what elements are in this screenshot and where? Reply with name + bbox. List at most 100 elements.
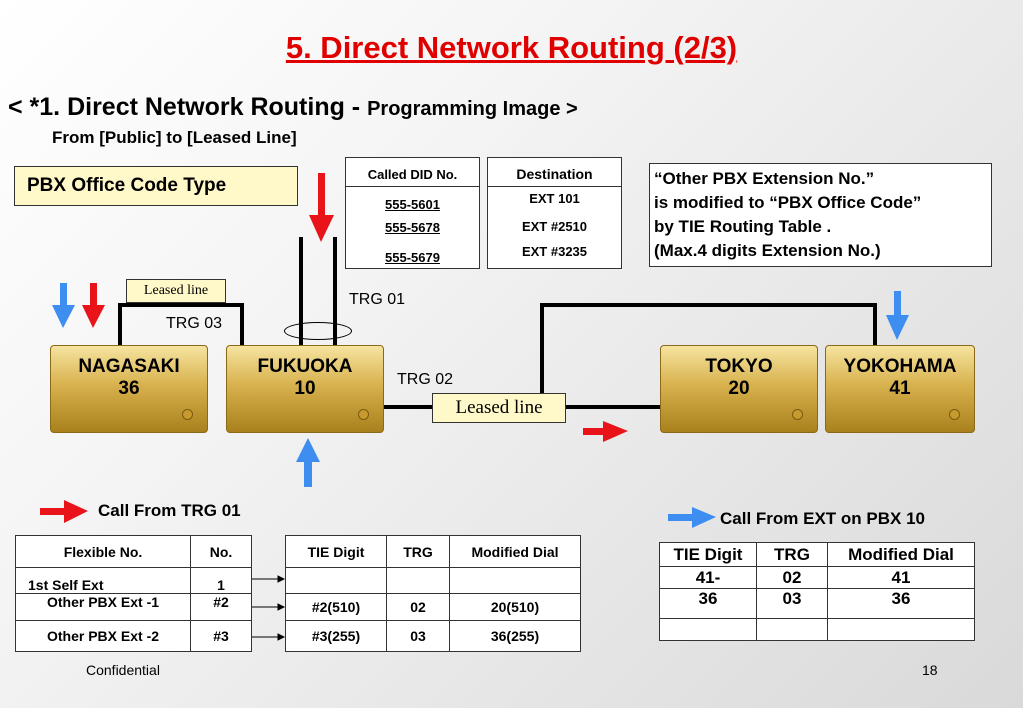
did-row: 555-5601 — [385, 197, 440, 212]
tokyo-yoko-line-top — [540, 303, 877, 307]
tie-left-cell: 03 — [386, 620, 450, 652]
tie-right-header: Modified Dial — [827, 542, 975, 567]
pbx-knob-icon — [792, 409, 803, 420]
tie-left-header: TIE Digit — [285, 535, 387, 568]
pbx-knob-icon — [358, 409, 369, 420]
flex-cell: Other PBX Ext -1 — [15, 593, 191, 621]
note-line: “Other PBX Extension No.” — [654, 169, 875, 188]
blue-down-arrow-icon — [52, 283, 75, 328]
tie-left-cell: #3(255) — [285, 620, 387, 652]
note-line: (Max.4 digits Extension No.) — [654, 241, 881, 260]
tie-right-cell — [827, 618, 975, 641]
flex-cell: 1 — [190, 567, 252, 594]
pbx-number: 36 — [118, 378, 140, 399]
tie-left-header: TRG — [386, 535, 450, 568]
tie-left-cell: #2(510) — [285, 593, 387, 621]
red-down-arrow-icon — [309, 173, 334, 242]
trg02-label: TRG 02 — [397, 371, 454, 388]
flex-header: No. — [190, 535, 252, 568]
leased-line-label-big: Leased line — [432, 393, 566, 423]
pbx-number: 10 — [294, 378, 316, 399]
did-header: Called DID No. — [367, 167, 458, 182]
tie-table-left: TIE Digit TRG Modified Dial #2(510) 02 2… — [285, 535, 581, 652]
tie-right-cell: 36 — [827, 588, 975, 619]
page-title: 5. Direct Network Routing (2/3) — [285, 30, 738, 65]
flex-header: Flexible No. — [15, 535, 191, 568]
dest-row: EXT #2510 — [521, 219, 588, 234]
subtitle-small: Programming Image > — [367, 98, 578, 120]
tie-right-header: TRG — [756, 542, 828, 567]
blue-up-arrow-icon — [296, 438, 320, 487]
red-right-arrow-icon — [583, 421, 628, 442]
pbx-tokyo: TOKYO 20 — [660, 345, 818, 433]
tie-right-header: TIE Digit — [659, 542, 757, 567]
sub-subtitle: From [Public] to [Leased Line] — [52, 128, 297, 147]
flex-cell: Other PBX Ext -2 — [15, 620, 191, 652]
tokyo-yoko-line-right — [873, 303, 877, 345]
red-down-arrow-icon — [82, 283, 105, 328]
tie-table-right: TIE Digit TRG Modified Dial 41- 02 41 36… — [659, 542, 975, 641]
pbx-number: 41 — [889, 378, 911, 399]
pbx-name: YOKOHAMA — [843, 356, 957, 377]
tie-right-cell: 41 — [827, 566, 975, 589]
footer-confidential: Confidential — [86, 662, 160, 678]
flex-cell: #3 — [190, 620, 252, 652]
tie-left-cell — [285, 567, 387, 594]
did-row: 555-5678 — [385, 220, 440, 235]
tie-left-header: Modified Dial — [449, 535, 581, 568]
pbx-number: 20 — [728, 378, 750, 399]
connector-arrow-icon — [252, 575, 286, 641]
did-divider — [346, 186, 479, 187]
pbx-yokohama: YOKOHAMA 41 — [825, 345, 975, 433]
trg01-ring — [284, 322, 352, 340]
pbx-knob-icon — [182, 409, 193, 420]
tie-left-cell — [386, 567, 450, 594]
legend-blue-label: Call From EXT on PBX 10 — [720, 509, 925, 528]
note-line: is modified to “PBX Office Code” — [654, 193, 922, 212]
legend-red-label: Call From TRG 01 — [98, 501, 241, 520]
subtitle-main: < *1. Direct Network Routing - — [8, 93, 368, 121]
tie-left-cell: 36(255) — [449, 620, 581, 652]
pbx-name: TOKYO — [705, 356, 773, 377]
dest-row: EXT #3235 — [521, 244, 588, 259]
office-code-label: PBX Office Code Type — [14, 166, 298, 206]
trg03-line-left — [118, 303, 122, 345]
pbx-name: NAGASAKI — [78, 356, 180, 377]
legend-red-arrow-icon — [40, 500, 88, 523]
dest-table: Destination EXT 101 EXT #2510 EXT #3235 — [487, 157, 622, 269]
subtitle: < *1. Direct Network Routing - Programmi… — [8, 93, 578, 122]
dest-divider — [488, 186, 621, 187]
footer-page-number: 18 — [922, 662, 938, 678]
trg03-line-top — [118, 303, 244, 307]
flex-table: Flexible No. No. 1st Self Ext 1 Other PB… — [15, 535, 252, 652]
pbx-name: FUKUOKA — [257, 356, 353, 377]
tie-right-cell: 36 — [659, 588, 757, 619]
tie-right-cell: 02 — [756, 566, 828, 589]
leased-line-label-small: Leased line — [126, 279, 226, 303]
tie-right-cell: 03 — [756, 588, 828, 619]
blue-down-arrow-icon — [886, 291, 909, 340]
pbx-knob-icon — [949, 409, 960, 420]
legend-blue-arrow-icon — [668, 507, 716, 528]
trg01-label: TRG 01 — [349, 291, 406, 308]
pbx-fukuoka: FUKUOKA 10 — [226, 345, 384, 433]
note-box: “Other PBX Extension No.” is modified to… — [649, 163, 992, 267]
tie-right-cell — [756, 618, 828, 641]
tie-right-cell — [659, 618, 757, 641]
trg01-line-left — [299, 237, 303, 345]
did-row: 555-5679 — [385, 250, 440, 265]
dest-header: Destination — [516, 166, 593, 182]
dest-row: EXT 101 — [529, 191, 580, 206]
tie-left-cell: 02 — [386, 593, 450, 621]
pbx-nagasaki: NAGASAKI 36 — [50, 345, 208, 433]
tie-right-cell: 41- — [659, 566, 757, 589]
flex-cell: 1st Self Ext — [15, 567, 191, 594]
tokyo-yoko-line-left — [540, 303, 544, 407]
trg01-line-right — [333, 237, 337, 345]
trg03-label: TRG 03 — [166, 315, 223, 332]
trg03-line-right — [240, 303, 244, 345]
note-line: by TIE Routing Table . — [654, 217, 832, 236]
did-table: Called DID No. 555-5601 555-5678 555-567… — [345, 157, 480, 269]
flex-cell: #2 — [190, 593, 252, 621]
